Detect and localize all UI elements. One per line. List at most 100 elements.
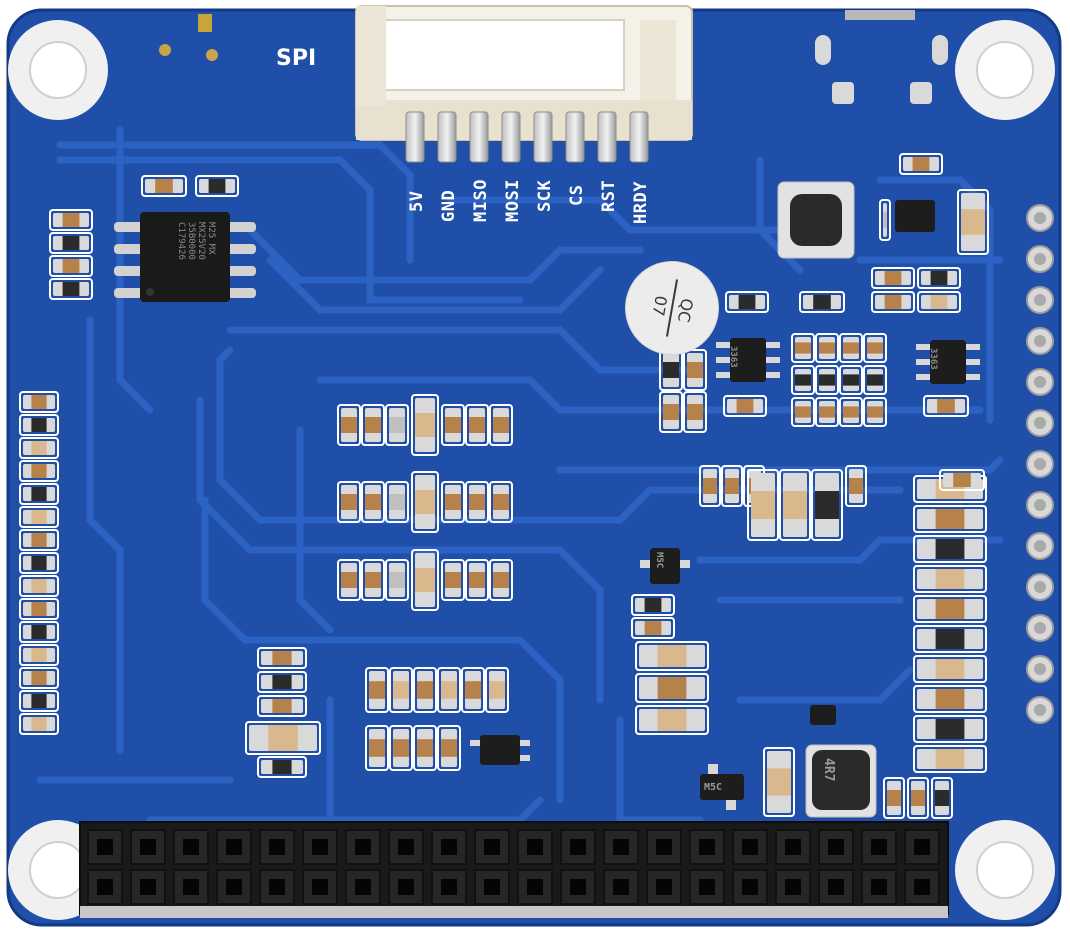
header-pin-socket xyxy=(560,829,596,865)
smd-component xyxy=(257,695,307,717)
smd-component xyxy=(337,481,361,523)
smd-component xyxy=(361,559,385,601)
smd-component xyxy=(19,460,59,482)
smd-component xyxy=(437,725,461,771)
ic-mark: 3363 xyxy=(728,346,738,368)
smd-component xyxy=(413,725,437,771)
smd-component xyxy=(931,777,953,819)
smd-component xyxy=(879,199,891,241)
smd-component xyxy=(683,349,707,391)
smd-component xyxy=(461,667,485,713)
smd-component xyxy=(413,667,437,713)
smd-component xyxy=(441,404,465,446)
inductor-mark: 4R7 xyxy=(821,758,836,782)
smd-component xyxy=(815,333,839,363)
pin-label-5v: 5V xyxy=(407,190,427,212)
smd-component xyxy=(441,481,465,523)
gpio-side-pins xyxy=(1026,204,1054,724)
smd-component xyxy=(631,617,675,639)
header-pin-socket xyxy=(388,869,424,905)
smd-component xyxy=(871,267,915,289)
smd-component xyxy=(489,481,513,523)
smd-component xyxy=(19,713,59,735)
smd-component xyxy=(659,391,683,433)
qc-sticker-top: QC xyxy=(673,296,697,324)
smd-component xyxy=(19,575,59,597)
smd-component xyxy=(791,365,815,395)
ic-mark: M5C xyxy=(654,552,664,569)
smd-component xyxy=(411,394,439,456)
smd-component xyxy=(913,625,987,653)
spi-silkscreen-label: SPI xyxy=(276,46,317,71)
smd-component xyxy=(863,397,887,427)
gpio-header-40pin xyxy=(79,821,949,918)
smd-component xyxy=(195,175,239,197)
smd-component xyxy=(839,397,863,427)
smd-component xyxy=(635,705,709,735)
smd-component xyxy=(791,333,815,363)
smd-component xyxy=(635,673,709,703)
smd-component xyxy=(19,598,59,620)
flash-memory-chip xyxy=(114,212,256,302)
smd-component xyxy=(917,267,961,289)
smd-component xyxy=(957,189,989,255)
smd-component xyxy=(385,481,409,523)
smd-component xyxy=(779,469,811,541)
smd-component xyxy=(699,465,721,507)
power-inductor xyxy=(805,744,877,818)
smd-component xyxy=(763,747,795,817)
smd-component xyxy=(811,469,843,541)
ic-packages xyxy=(480,200,966,800)
pin-label-mosi: MOSI xyxy=(503,179,523,222)
smd-component xyxy=(747,469,779,541)
smd-component xyxy=(385,404,409,446)
pin-label-rst: RST xyxy=(599,179,619,212)
test-pad xyxy=(198,14,212,32)
pin-label-hrdy: HRDY xyxy=(631,181,651,224)
smd-component xyxy=(19,529,59,551)
smd-component xyxy=(815,397,839,427)
smd-component xyxy=(257,647,307,669)
smd-component xyxy=(245,721,321,755)
smd-component xyxy=(913,685,987,713)
smd-component xyxy=(635,641,709,671)
smd-component xyxy=(337,404,361,446)
pin-label-miso: MISO xyxy=(471,179,491,222)
smd-component xyxy=(907,777,929,819)
smd-component xyxy=(465,481,489,523)
smd-component xyxy=(725,291,769,313)
smd-component xyxy=(141,175,187,197)
smd-component xyxy=(631,594,675,616)
smd-component xyxy=(411,549,439,611)
smd-component xyxy=(913,565,987,593)
spi-connector xyxy=(355,5,693,163)
smd-component xyxy=(723,395,767,417)
smd-component xyxy=(19,414,59,436)
ic-mark: M5C xyxy=(704,782,723,793)
smd-component xyxy=(815,365,839,395)
smd-component xyxy=(465,404,489,446)
smd-component xyxy=(441,559,465,601)
smd-component xyxy=(365,667,389,713)
smd-component xyxy=(485,667,509,713)
chip-marking: M25 MX MX25V20 35B0000 C179426 xyxy=(176,222,216,260)
smd-component xyxy=(917,291,961,313)
smd-component xyxy=(899,153,943,175)
smd-component xyxy=(385,559,409,601)
smd-component xyxy=(19,483,59,505)
smd-component xyxy=(939,469,985,491)
header-pin-socket xyxy=(861,829,897,865)
smd-component xyxy=(913,715,987,743)
smd-component xyxy=(913,505,987,533)
ic-mark: 3363 xyxy=(928,348,938,370)
smd-component xyxy=(19,690,59,712)
header-pin-socket xyxy=(474,829,510,865)
smd-component xyxy=(659,349,683,391)
pin-label-gnd: GND xyxy=(439,189,459,222)
smd-component xyxy=(913,655,987,683)
smd-component xyxy=(19,552,59,574)
pin-label-sck: SCK xyxy=(535,179,555,212)
smd-component xyxy=(389,667,413,713)
